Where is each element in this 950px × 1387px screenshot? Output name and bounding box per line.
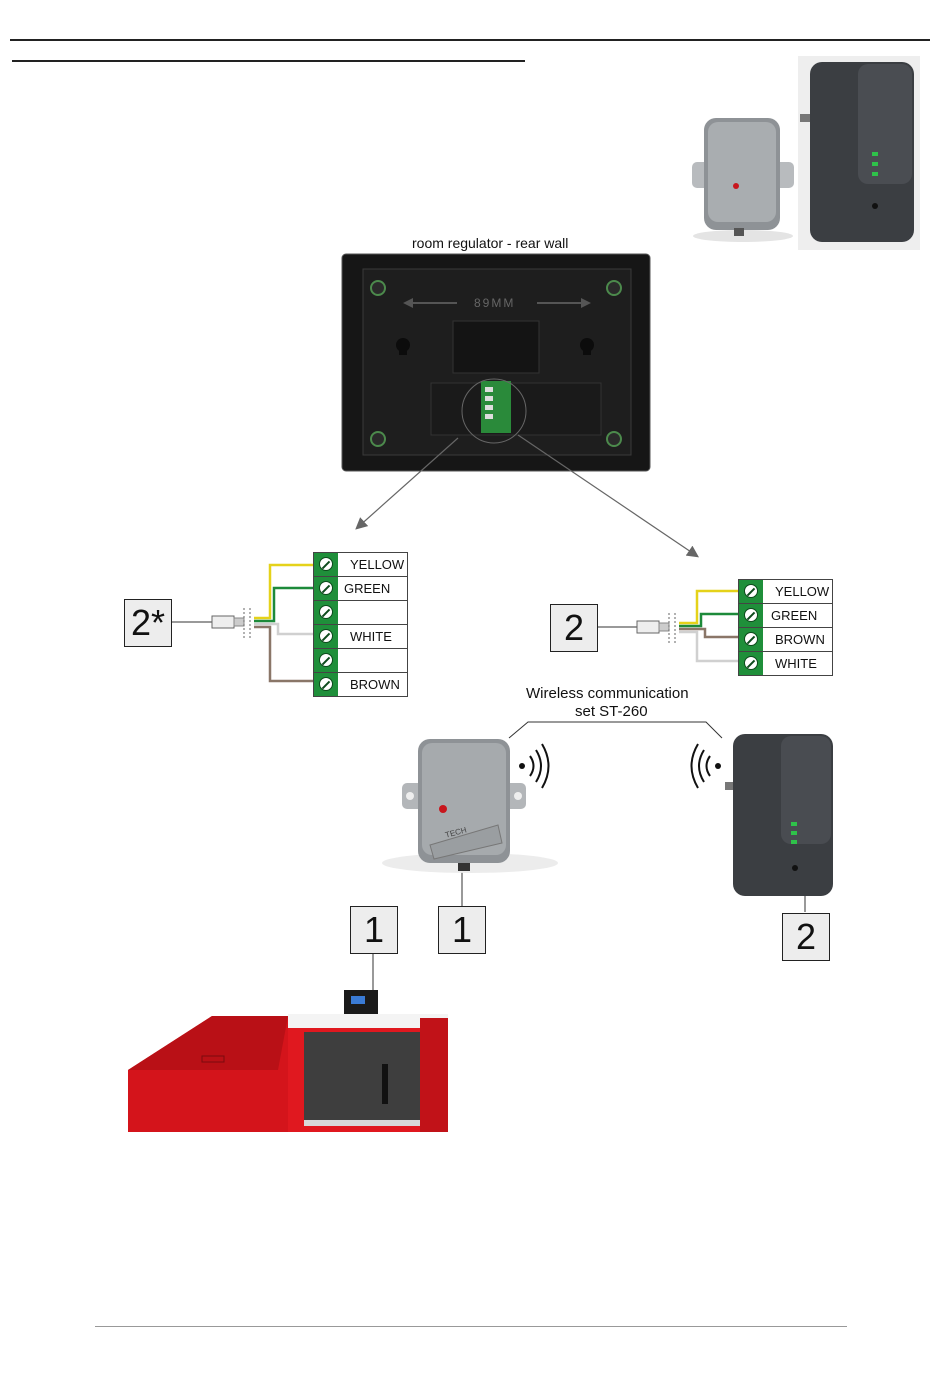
right-terminal-row: GREEN [739, 604, 832, 628]
screw-icon [314, 625, 338, 648]
left-terminal-row: YELLOW [314, 553, 407, 577]
arrow-right [518, 435, 697, 556]
screw-icon [739, 604, 763, 627]
terminal-label: BROWN [338, 673, 407, 696]
right-device-box: 2 [550, 604, 598, 652]
wireless-label-line2: set ST-260 [575, 703, 648, 720]
screw-icon [314, 673, 338, 696]
terminal-label: GREEN [763, 604, 832, 627]
screw-icon [314, 601, 338, 624]
screw-icon [739, 628, 763, 651]
terminal-label: WHITE [338, 625, 407, 648]
terminal-label: BROWN [763, 628, 832, 651]
terminal-label: GREEN [338, 577, 407, 600]
left-terminal-row: GREEN [314, 577, 407, 601]
terminal-label [338, 601, 407, 624]
arrow-left [357, 438, 458, 528]
screw-icon [739, 580, 763, 603]
screw-icon [314, 577, 338, 600]
receiver-module [380, 735, 560, 875]
right-terminal-row: BROWN [739, 628, 832, 652]
right-terminal-row: WHITE [739, 652, 832, 675]
left-device-box: 2* [124, 599, 172, 647]
boiler-controller-box: 1 [350, 906, 398, 954]
screw-icon [739, 652, 763, 675]
screw-icon [314, 649, 338, 672]
footer-rule [95, 1326, 847, 1327]
left-terminal-block: YELLOW GREEN WHITE BROWN [313, 552, 408, 697]
left-terminal-row [314, 601, 407, 625]
terminal-label [338, 649, 407, 672]
transmitter-box: 2 [782, 913, 830, 961]
right-terminal-row: YELLOW [739, 580, 832, 604]
boiler-illustration [128, 988, 452, 1132]
terminal-label: YELLOW [338, 553, 407, 576]
left-terminal-row [314, 649, 407, 673]
transmitter-device [725, 730, 837, 898]
screw-icon [314, 553, 338, 576]
left-terminal-row: WHITE [314, 625, 407, 649]
receiver-module-box: 1 [438, 906, 486, 954]
terminal-label: YELLOW [763, 580, 832, 603]
left-terminal-row: BROWN [314, 673, 407, 696]
wireless-label-line1: Wireless communication [526, 685, 689, 702]
right-terminal-block: YELLOW GREEN BROWN WHITE [738, 579, 833, 676]
terminal-label: WHITE [763, 652, 832, 675]
